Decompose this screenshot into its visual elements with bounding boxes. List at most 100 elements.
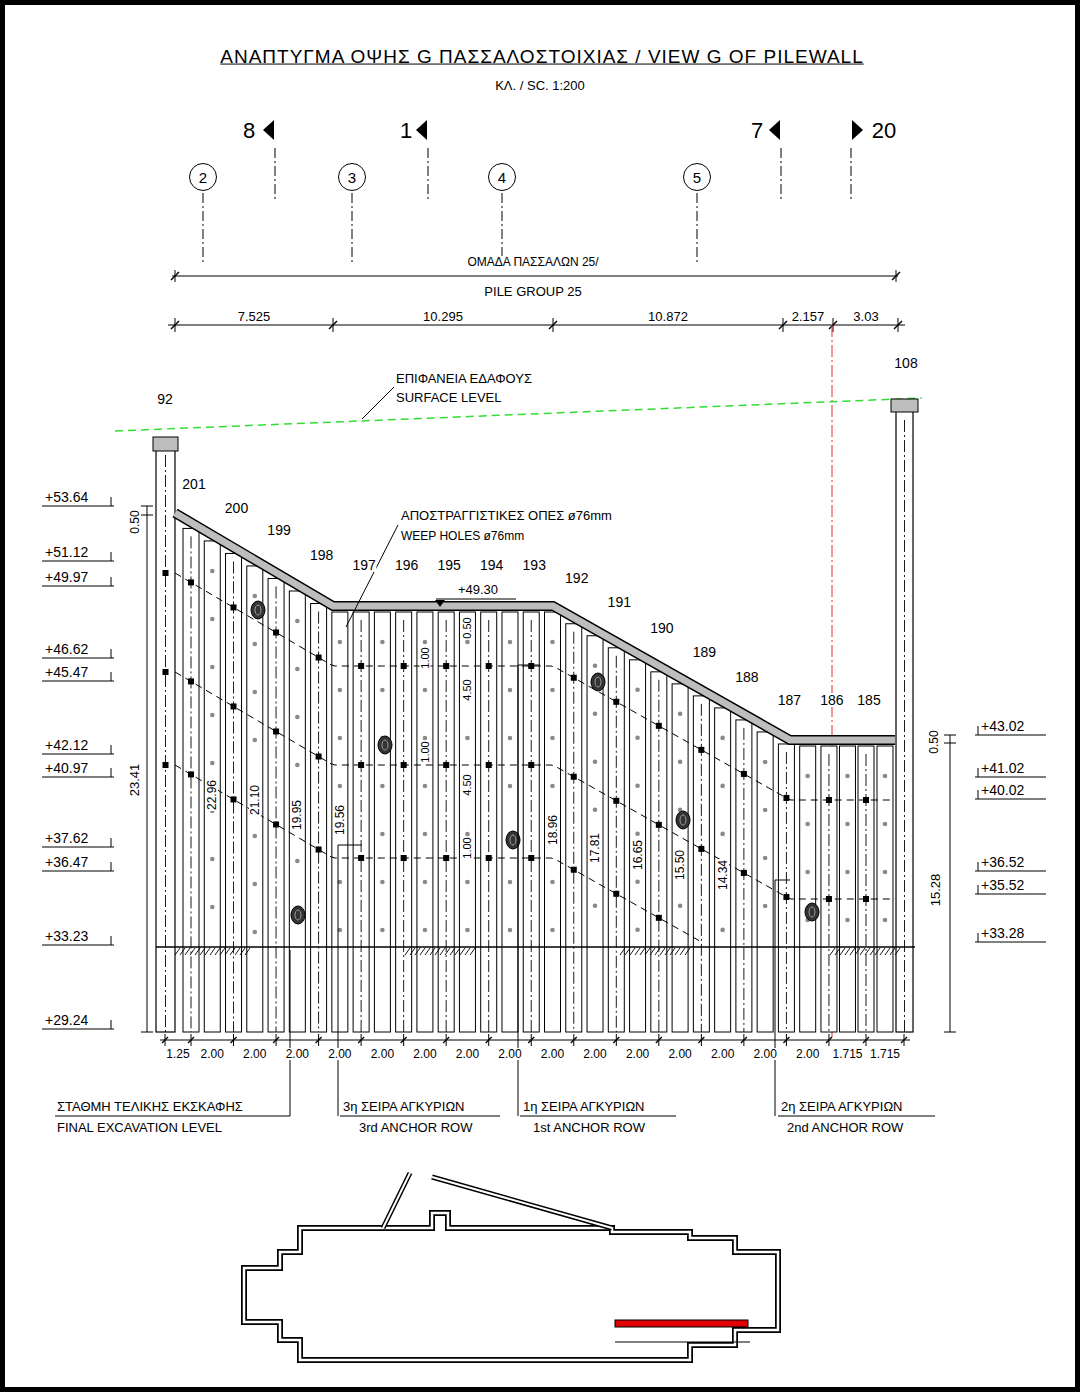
pile-dot — [338, 784, 343, 789]
dimension-tick — [316, 1037, 322, 1043]
dimension-tick — [231, 1037, 237, 1043]
drawing-label: 192 — [564, 571, 589, 585]
pile-dot — [720, 736, 725, 741]
pile-dot — [423, 688, 428, 693]
pile-axis — [904, 420, 905, 1032]
ground-hatch — [225, 948, 230, 955]
drawing-label: ΣΤΑΘΜΗ ΤΕΛΙΚΗΣ ΕΚΣΚΑΦΗΣ — [56, 1100, 244, 1113]
drawing-label: 3rd ANCHOR ROW — [358, 1121, 473, 1134]
pile-dot — [423, 880, 428, 885]
anchor-head — [528, 762, 534, 768]
drawing-label: 3.03 — [852, 310, 879, 323]
anchor-head — [163, 762, 169, 768]
elevation-tick — [111, 672, 112, 681]
pile-dot — [550, 736, 555, 741]
pile-dot — [720, 832, 725, 837]
drawing-label: 10.295 — [422, 310, 464, 323]
primary-pile — [481, 612, 497, 1032]
elevation-tick — [111, 649, 112, 658]
anchor-head — [273, 821, 279, 827]
pile-dot — [338, 688, 343, 693]
dimension-tick — [358, 1037, 364, 1043]
drawing-label: 8 — [242, 120, 256, 142]
dimension-tick — [571, 1037, 577, 1043]
drawing-label: 201 — [181, 477, 206, 491]
plan-ramp — [383, 1173, 410, 1228]
dimension-line — [147, 506, 148, 1032]
ground-hatch — [640, 948, 645, 955]
pile-dot — [210, 761, 215, 766]
secondary-pile — [587, 636, 603, 1032]
ground-hatch — [470, 948, 475, 955]
drawing-label: 194 — [479, 558, 504, 572]
ground-hatch — [675, 948, 680, 955]
drawing-label: 189 — [692, 645, 717, 659]
pile-dot — [635, 784, 640, 789]
drawing-label: 185 — [856, 693, 881, 707]
anchor-head — [656, 915, 662, 921]
anchor-head — [401, 855, 407, 861]
pile-dot — [805, 870, 810, 875]
anchor-head — [358, 762, 364, 768]
section-axis — [275, 148, 276, 202]
elevation-line — [42, 586, 114, 587]
drawing-label: FINAL EXCAVATION LEVEL — [56, 1121, 223, 1134]
anchor-head — [188, 771, 194, 777]
ground-hatch — [670, 948, 675, 955]
pile-dot — [720, 928, 725, 933]
drawing-label: +53.64 — [44, 490, 89, 504]
pile-dot — [593, 711, 598, 716]
weep-hole — [680, 815, 686, 825]
pile-dot — [883, 870, 888, 875]
drawing-label: 1 — [399, 120, 413, 142]
primary-pile — [311, 604, 327, 1032]
ground-hatch — [650, 948, 655, 955]
drawing-label: +49.97 — [44, 570, 89, 584]
pile-dot — [508, 688, 513, 693]
pile-dot — [465, 928, 470, 933]
drawing-label: +41.02 — [980, 761, 1025, 775]
ground-hatch — [680, 948, 685, 955]
pile-dot — [252, 834, 257, 839]
elevation-tick — [978, 885, 979, 894]
anchor-head — [741, 771, 747, 777]
drawing-label: ΚΛ. / SC. 1:200 — [494, 79, 586, 92]
drawing-label: 108 — [893, 356, 918, 370]
drawing-label: +49.30 — [457, 583, 499, 596]
pile-dot — [508, 880, 513, 885]
dimension-text: 1.00 — [420, 740, 431, 763]
anchor-head — [188, 579, 194, 585]
dimension-tick — [329, 321, 337, 329]
pile-dot — [593, 807, 598, 812]
drawing-label: 2.00 — [582, 1048, 607, 1060]
secondary-pile — [545, 612, 561, 1032]
ground-hatch — [895, 948, 900, 955]
dimension-text: 17.81 — [589, 832, 601, 864]
anchor-head — [783, 894, 789, 900]
dimension-text: 1.00 — [420, 646, 431, 669]
leader-line — [290, 950, 291, 1116]
section-arrow — [263, 120, 274, 140]
dimension-line — [160, 1040, 910, 1041]
ground-hatch — [410, 948, 415, 955]
anchor-head — [613, 891, 619, 897]
pile-dot — [678, 712, 683, 717]
anchor-row-line — [175, 672, 895, 899]
anchor-head — [316, 847, 322, 853]
pile-dot — [763, 760, 768, 765]
elevation-tick — [111, 1020, 112, 1029]
drawing-label: 2.00 — [327, 1048, 352, 1060]
drawing-title: ΑΝΑΠΤΥΓΜΑ ΟΨΗΣ G ΠΑΣΣΑΛΟΣΤΟΙΧΙΑΣ / VIEW … — [220, 47, 863, 68]
pile-dot — [805, 822, 810, 827]
ground-hatch — [685, 948, 690, 955]
ground-hatch — [435, 948, 440, 955]
excavation-line — [156, 946, 915, 948]
ground-hatch — [880, 948, 885, 955]
primary-pile — [268, 578, 284, 1032]
dimension-tick — [944, 1032, 956, 1033]
ground-hatch — [195, 948, 200, 955]
pile-axis — [403, 620, 404, 1032]
grid-circle: 4 — [488, 163, 516, 191]
leader-line — [338, 845, 362, 1116]
pile-dot — [295, 715, 300, 720]
